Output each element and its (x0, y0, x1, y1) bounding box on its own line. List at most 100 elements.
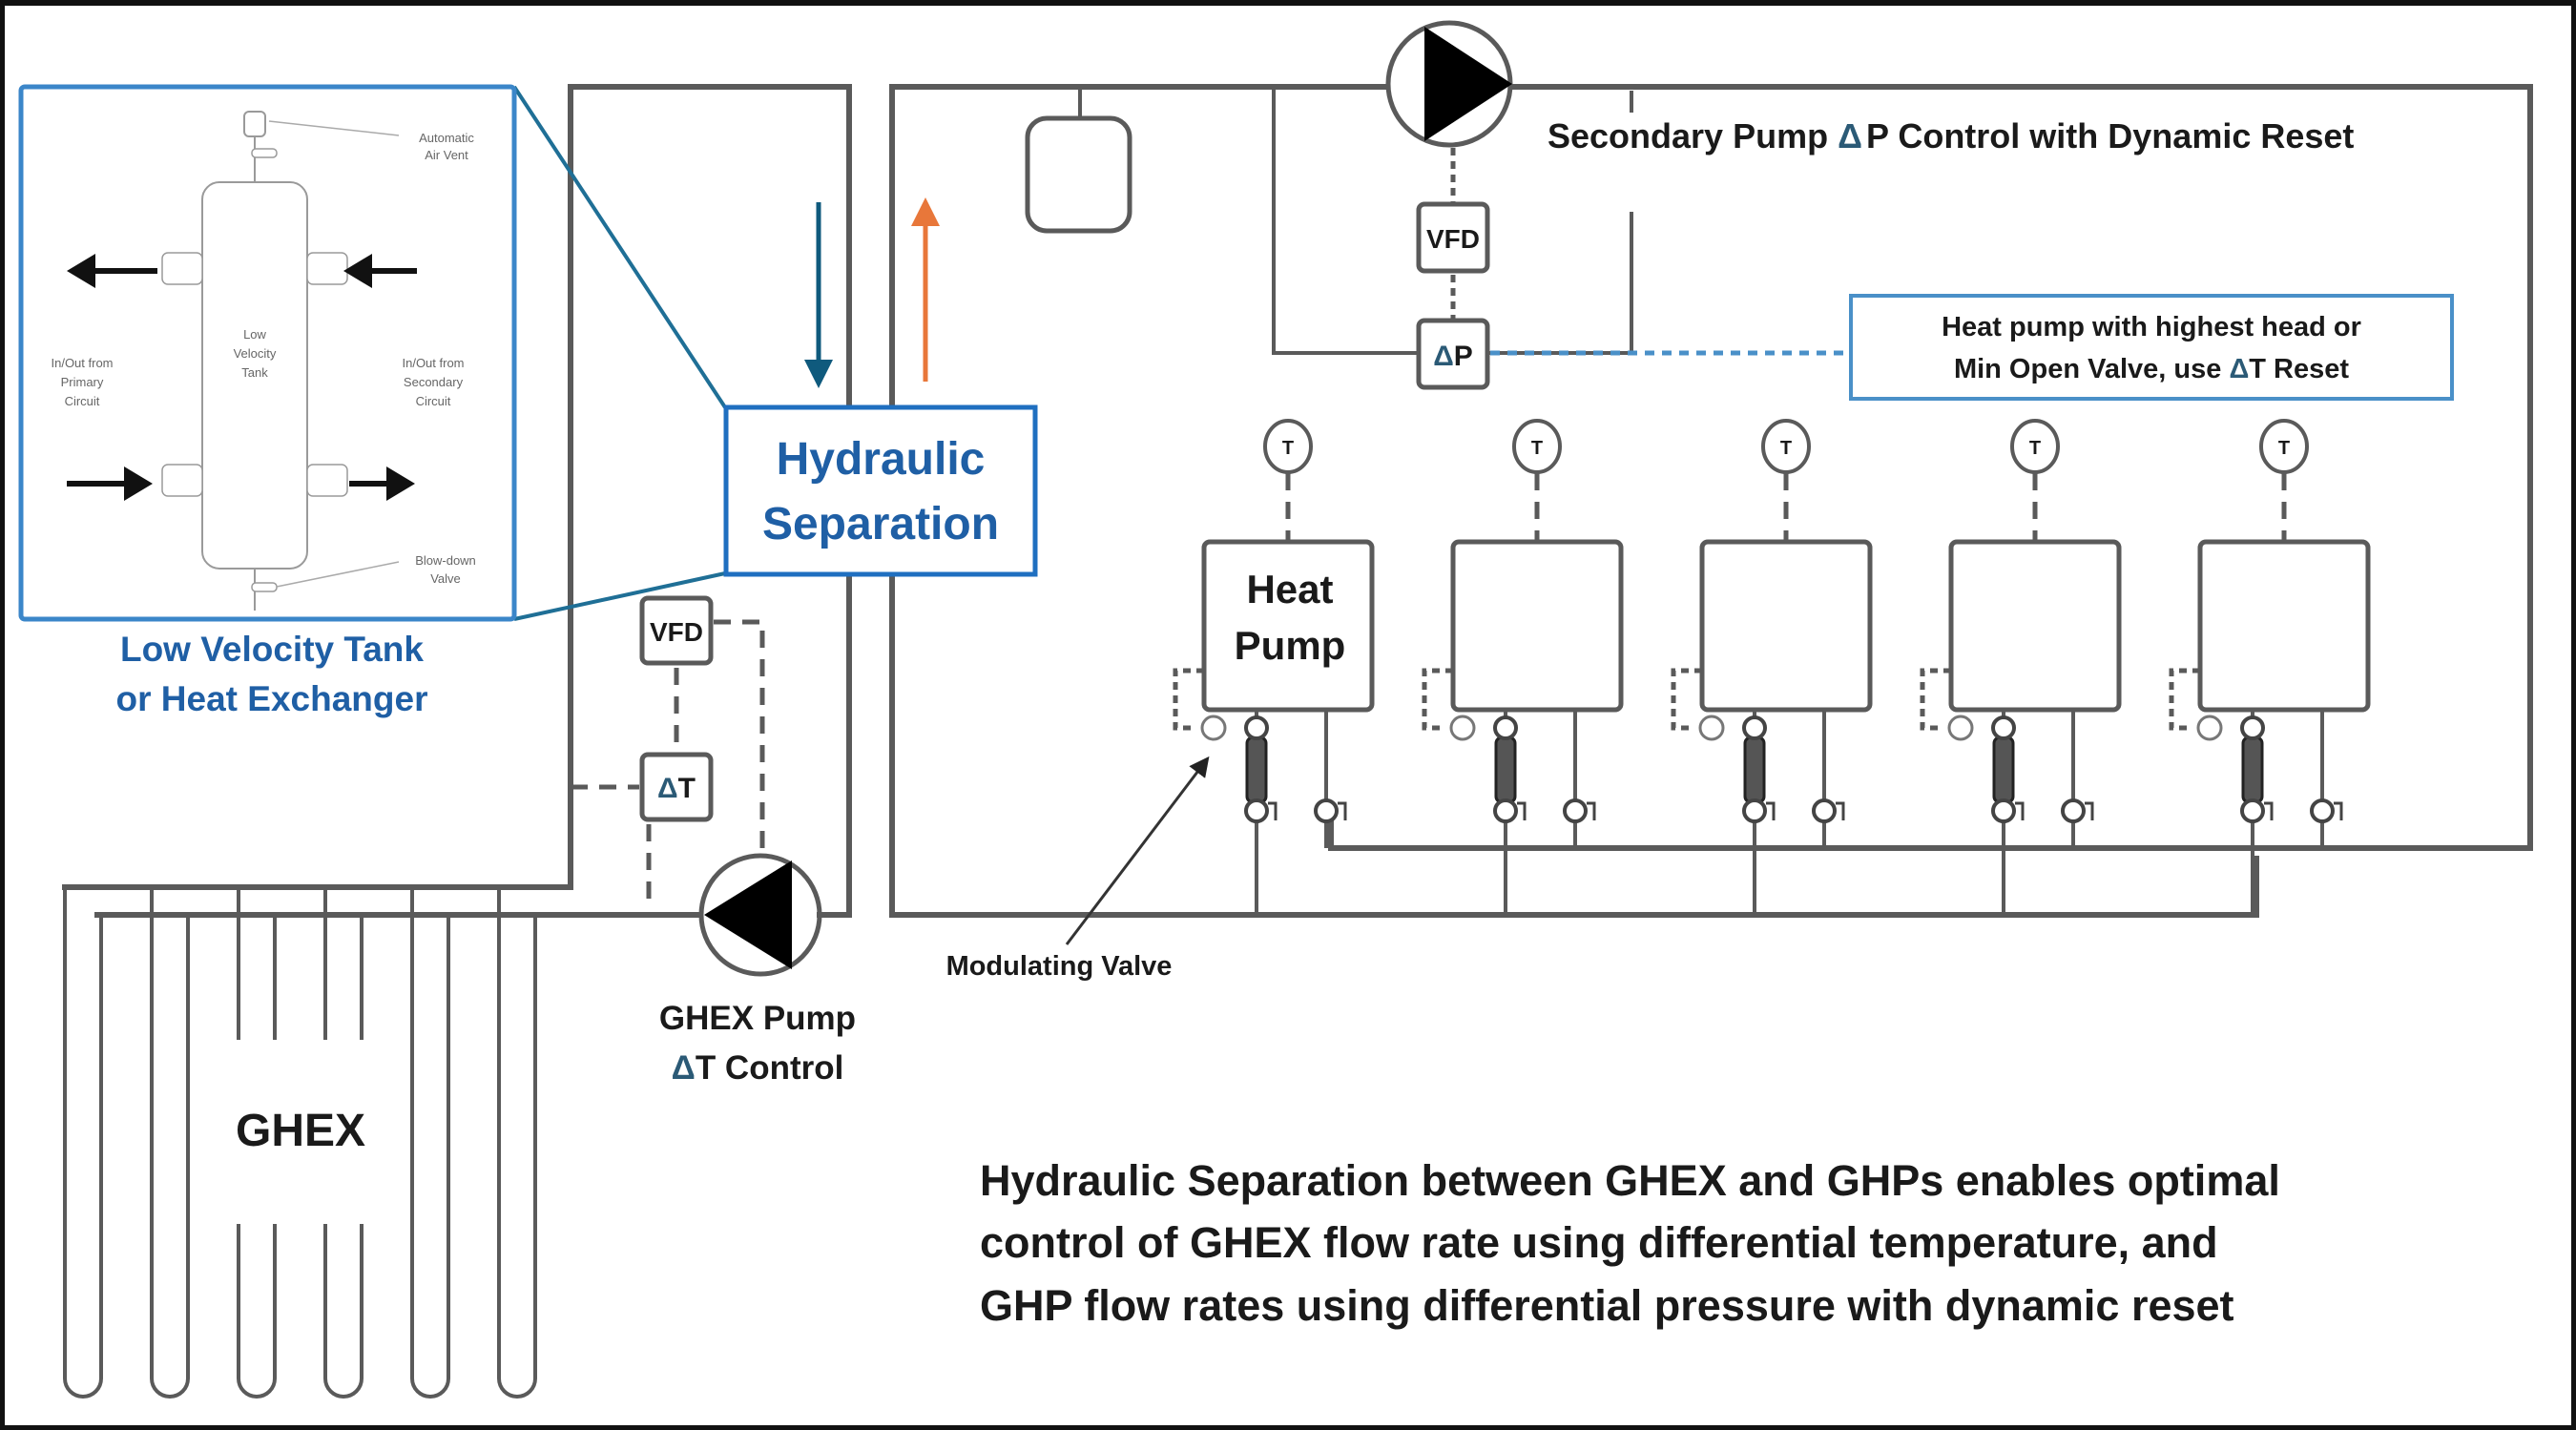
isolation-valve-icon (2240, 798, 2265, 823)
heat-pump-unit: T (2169, 419, 2371, 915)
isolation-valve-icon (1563, 798, 1588, 823)
heat-pump-unit: T (1671, 419, 1873, 915)
heat-pump-label-line1: Heat (1246, 567, 1333, 611)
callout-line2-pre: Min Open Valve, use (1954, 354, 2230, 384)
ghex-control-text: T Control (696, 1049, 844, 1087)
flexible-hose-icon (1245, 736, 1268, 804)
secondary-vfd-box: VFD (1416, 201, 1490, 274)
summary-line3: GHP flow rates using differential pressu… (980, 1281, 2234, 1330)
secondary-pump-icon (1385, 20, 1513, 148)
primary-circuit-label: Circuit (65, 394, 100, 408)
air-vent-label: Air Vent (425, 148, 468, 162)
delta-symbol: Δ (657, 773, 678, 804)
sensor-letter: T (1282, 438, 1294, 459)
delta-symbol: Δ (672, 1049, 696, 1087)
sensor-letter: T (1531, 438, 1543, 459)
blowdown-label: Blow-down (415, 553, 476, 568)
temperature-sensor-icon: T (1263, 419, 1313, 474)
flexible-hose-icon (1992, 736, 2015, 804)
callout-line2: Min Open Valve, use ΔT Reset (1954, 354, 2349, 384)
flexible-hose-icon (2241, 736, 2264, 804)
ghex-borehole-loop (237, 887, 277, 1399)
arrow-right-icon (67, 466, 153, 501)
ghex-borehole-loop (497, 887, 537, 1399)
dp-letter: P (1454, 341, 1473, 372)
sensor-letter: T (2029, 438, 2041, 459)
isolation-valve-icon (1314, 798, 1339, 823)
hydraulic-separation-line1: Hydraulic (777, 434, 986, 485)
modulating-valve-icon (1200, 715, 1227, 741)
isolation-valve-icon (2061, 798, 2086, 823)
secondary-loop-piping (889, 84, 2533, 918)
ghex-pump-icon (698, 853, 822, 977)
hydraulic-separation-box: Hydraulic Separation (723, 404, 1038, 577)
heat-pump-unit: T (1173, 419, 1375, 915)
delta-symbol: Δ (1433, 341, 1454, 372)
modulating-valve-icon (1698, 715, 1725, 741)
isolation-valve-icon (1244, 715, 1269, 740)
temperature-sensor-icon: T (2010, 419, 2060, 474)
isolation-valve-icon (1493, 715, 1518, 740)
temperature-sensor-icon: T (1761, 419, 1811, 474)
low-velocity-tank-inset: Automatic Air Vent Low Velocity Tank In/… (18, 84, 517, 622)
modulating-valve-label: Modulating Valve (946, 951, 1173, 982)
secondary-circuit-label: Circuit (416, 394, 451, 408)
isolation-valve-icon (1493, 798, 1518, 823)
summary-text: Hydraulic Separation between GHEX and GH… (980, 1156, 2280, 1330)
ghex-borehole-loop (410, 887, 450, 1399)
heat-pump-box (1450, 539, 1624, 713)
tank-label: Velocity (234, 346, 277, 361)
primary-delta-t-box: ΔT (639, 752, 714, 822)
primary-circuit-label: In/Out from (51, 356, 113, 370)
tank-label: Low (243, 327, 266, 342)
delta-symbol: Δ (2229, 354, 2249, 384)
heat-pump-unit: T (1920, 419, 2122, 915)
summary-line1: Hydraulic Separation between GHEX and GH… (980, 1156, 2280, 1205)
secondary-delta-p-box: ΔP (1416, 318, 1490, 390)
secondary-title-rest: P Control with Dynamic Reset (1866, 116, 2354, 155)
arrow-left-icon (67, 254, 157, 288)
heat-pump-box (2197, 539, 2371, 713)
isolation-valve-icon (2310, 798, 2335, 823)
air-vent-label: Automatic (419, 131, 474, 145)
ghex-borehole-loop (323, 887, 364, 1399)
callout-line1: Heat pump with highest head or (1942, 312, 2361, 342)
ghex-label: GHEX (236, 1106, 365, 1156)
flexible-hose-icon (1743, 736, 1766, 804)
isolation-valve-icon (1991, 798, 2016, 823)
primary-circuit-label: Primary (61, 375, 104, 389)
ghex-pump-control-label: ΔT Control (672, 1049, 844, 1087)
delta-symbol: Δ (1838, 116, 1862, 155)
heat-pump-label-line2: Pump (1235, 623, 1346, 668)
flexible-hose-icon (1494, 736, 1517, 804)
secondary-circuit-label: Secondary (404, 375, 464, 389)
heat-pump-box (1201, 539, 1375, 713)
expansion-tank-icon (1025, 87, 1132, 234)
secondary-vfd-label: VFD (1426, 224, 1480, 254)
isolation-valve-icon (1742, 798, 1767, 823)
isolation-valve-icon (1991, 715, 2016, 740)
ghex-boreholes (63, 887, 537, 1399)
isolation-valve-icon (1244, 798, 1269, 823)
blowdown-label: Valve (430, 571, 461, 586)
sensor-letter: T (1780, 438, 1792, 459)
dt-letter: T (678, 773, 696, 804)
isolation-valve-icon (1812, 798, 1837, 823)
primary-vfd-box: VFD (639, 595, 714, 666)
primary-vfd-label: VFD (650, 617, 703, 647)
heat-pump-box (1948, 539, 2122, 713)
callout-line2-post: T Reset (2249, 354, 2349, 384)
heat-pump-unit: T (1422, 419, 1624, 915)
sensor-letter: T (2278, 438, 2290, 459)
temperature-sensor-icon: T (1512, 419, 1562, 474)
hydraulic-separation-line2: Separation (762, 499, 999, 549)
ghex-borehole-loop (63, 887, 103, 1399)
inset-caption-line2: or Heat Exchanger (116, 679, 428, 718)
arrow-right-icon (349, 466, 415, 501)
callout-box: Heat pump with highest head or Min Open … (1849, 294, 2454, 401)
ghex-borehole-loop (150, 887, 190, 1399)
secondary-circuit-label: In/Out from (402, 356, 464, 370)
ghex-pump-label: GHEX Pump (659, 1000, 856, 1037)
